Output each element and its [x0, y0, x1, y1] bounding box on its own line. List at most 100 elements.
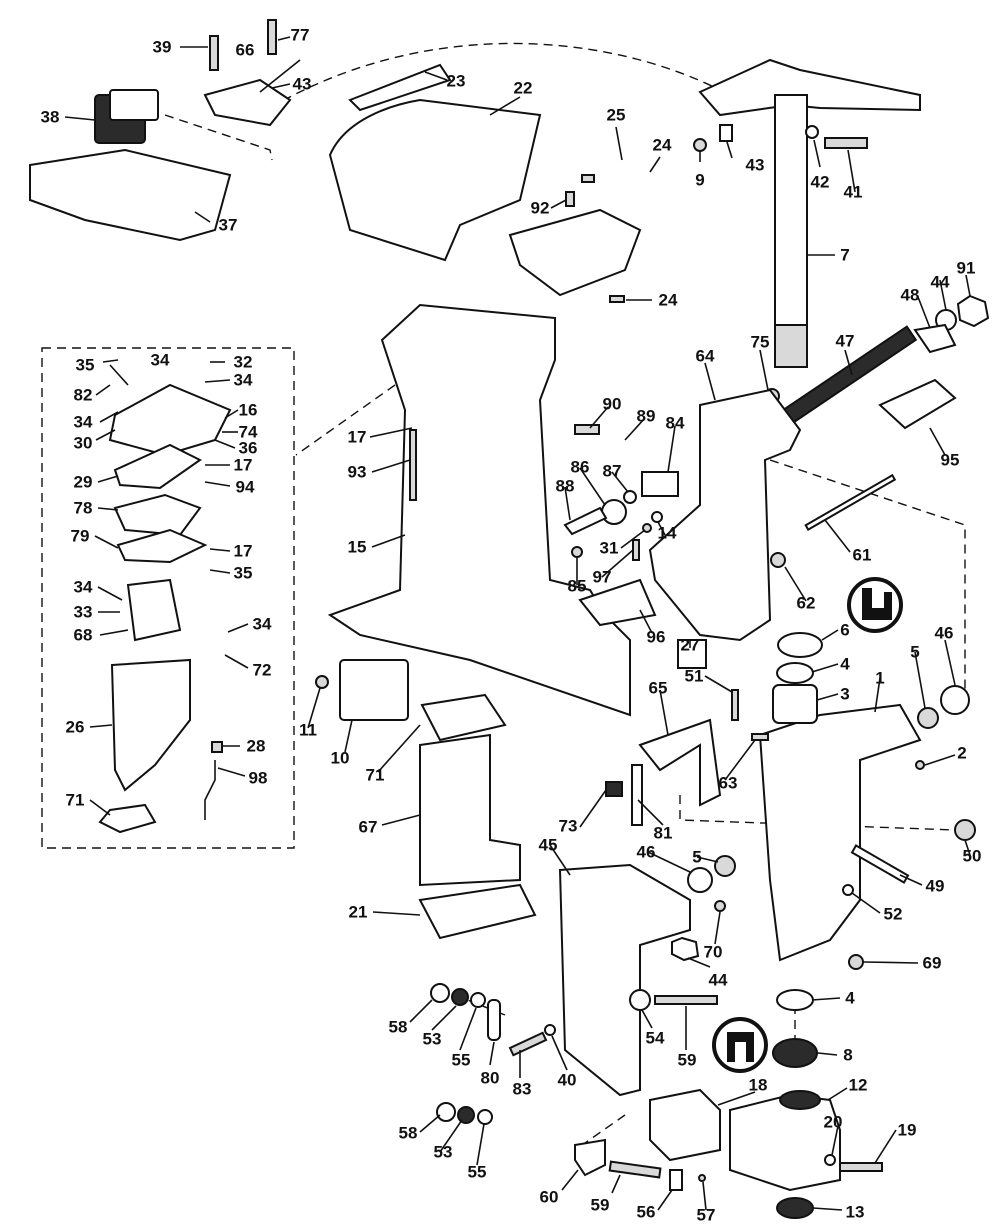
callout-34: 34 — [252, 614, 272, 634]
screw-9 — [693, 138, 707, 152]
bushing-53b — [457, 1106, 475, 1124]
bolt-77 — [267, 19, 277, 55]
callout-74: 74 — [238, 422, 258, 442]
bolt-59a — [654, 995, 718, 1005]
plate-78 — [113, 493, 202, 537]
callout-1: 1 — [875, 668, 885, 688]
callout-53: 53 — [433, 1142, 453, 1162]
callout-49: 49 — [925, 876, 945, 896]
bushing-3 — [772, 684, 818, 724]
callout-85: 85 — [567, 576, 587, 596]
callout-55: 55 — [467, 1162, 487, 1182]
stud-93 — [409, 429, 417, 501]
callout-53: 53 — [422, 1029, 442, 1049]
callout-34: 34 — [150, 350, 170, 370]
callout-4: 4 — [840, 654, 850, 674]
gasket-37 — [29, 148, 232, 242]
clip-56 — [669, 1169, 683, 1191]
callout-82: 82 — [73, 385, 93, 405]
callout-59: 59 — [677, 1050, 697, 1070]
screw-92 — [565, 191, 575, 207]
callout-18: 18 — [748, 1075, 768, 1095]
bushing-58a — [430, 983, 450, 1003]
callout-81: 81 — [653, 823, 673, 843]
bushing-53a — [451, 988, 469, 1006]
callout-79: 79 — [70, 526, 90, 546]
callout-2: 2 — [957, 743, 967, 763]
shaft-spline — [774, 324, 808, 368]
callout-46: 46 — [636, 842, 656, 862]
callout-90: 90 — [602, 394, 622, 414]
callout-56: 56 — [636, 1202, 656, 1222]
seal-lip-icon — [712, 1017, 768, 1073]
callout-44: 44 — [930, 272, 950, 292]
pin-70 — [714, 900, 726, 912]
adapter-68 — [126, 578, 182, 642]
callout-17: 17 — [233, 541, 253, 561]
tube-67 — [419, 733, 521, 887]
screw-24a — [581, 174, 595, 183]
callout-14: 14 — [657, 523, 677, 543]
callout-33: 33 — [73, 602, 93, 622]
bracket-66 — [203, 78, 292, 127]
callout-43: 43 — [292, 74, 312, 94]
callout-8: 8 — [843, 1045, 853, 1065]
callout-34: 34 — [73, 577, 93, 597]
callout-77: 77 — [290, 25, 310, 45]
tube-26 — [110, 658, 191, 792]
bar-61 — [804, 473, 897, 531]
callout-35: 35 — [75, 355, 95, 375]
callout-7: 7 — [840, 245, 850, 265]
pin-2 — [915, 760, 925, 770]
bushing-5a — [917, 707, 939, 729]
bracket-81 — [631, 764, 643, 826]
callout-46: 46 — [934, 623, 954, 643]
bracket-48 — [913, 323, 957, 354]
clip-43a — [259, 59, 301, 93]
bolt-69 — [848, 954, 864, 970]
spring-63 — [751, 733, 769, 741]
nut-44b — [671, 936, 700, 962]
callout-55: 55 — [451, 1050, 471, 1070]
washer-14 — [651, 511, 663, 523]
callout-91: 91 — [956, 258, 976, 278]
callout-16: 16 — [238, 400, 258, 420]
seal-4b — [776, 989, 814, 1011]
callout-71: 71 — [65, 790, 85, 810]
washer-87 — [623, 490, 637, 504]
callout-66: 66 — [235, 40, 255, 60]
callout-59: 59 — [590, 1195, 610, 1215]
callout-62: 62 — [796, 593, 816, 613]
clamp-95 — [878, 378, 957, 430]
callout-72: 72 — [252, 660, 272, 680]
callout-25: 25 — [606, 105, 626, 125]
callout-39: 39 — [152, 37, 172, 57]
cover-25 — [508, 208, 642, 297]
bolt-59b — [608, 1160, 662, 1179]
callout-40: 40 — [557, 1070, 577, 1090]
bolt-51 — [731, 689, 739, 721]
callout-24: 24 — [652, 135, 672, 155]
lever-65 — [638, 718, 722, 807]
callout-35: 35 — [233, 563, 253, 583]
callout-19: 19 — [897, 1120, 917, 1140]
callout-10: 10 — [330, 748, 350, 768]
callout-24: 24 — [658, 290, 678, 310]
bushing-58b — [436, 1102, 456, 1122]
callout-54: 54 — [645, 1028, 665, 1048]
callout-30: 30 — [73, 433, 93, 453]
screw-57 — [698, 1174, 706, 1182]
callout-48: 48 — [900, 285, 920, 305]
bushing-5b — [714, 855, 736, 877]
swivel-bracket-64 — [648, 388, 802, 642]
callout-70: 70 — [703, 942, 723, 962]
stern-bracket-1 — [758, 703, 922, 962]
callout-28: 28 — [246, 736, 266, 756]
washer-40 — [544, 1024, 556, 1036]
callout-58: 58 — [388, 1017, 408, 1037]
callout-63: 63 — [718, 773, 738, 793]
callout-87: 87 — [602, 461, 622, 481]
callout-86: 86 — [570, 457, 590, 477]
